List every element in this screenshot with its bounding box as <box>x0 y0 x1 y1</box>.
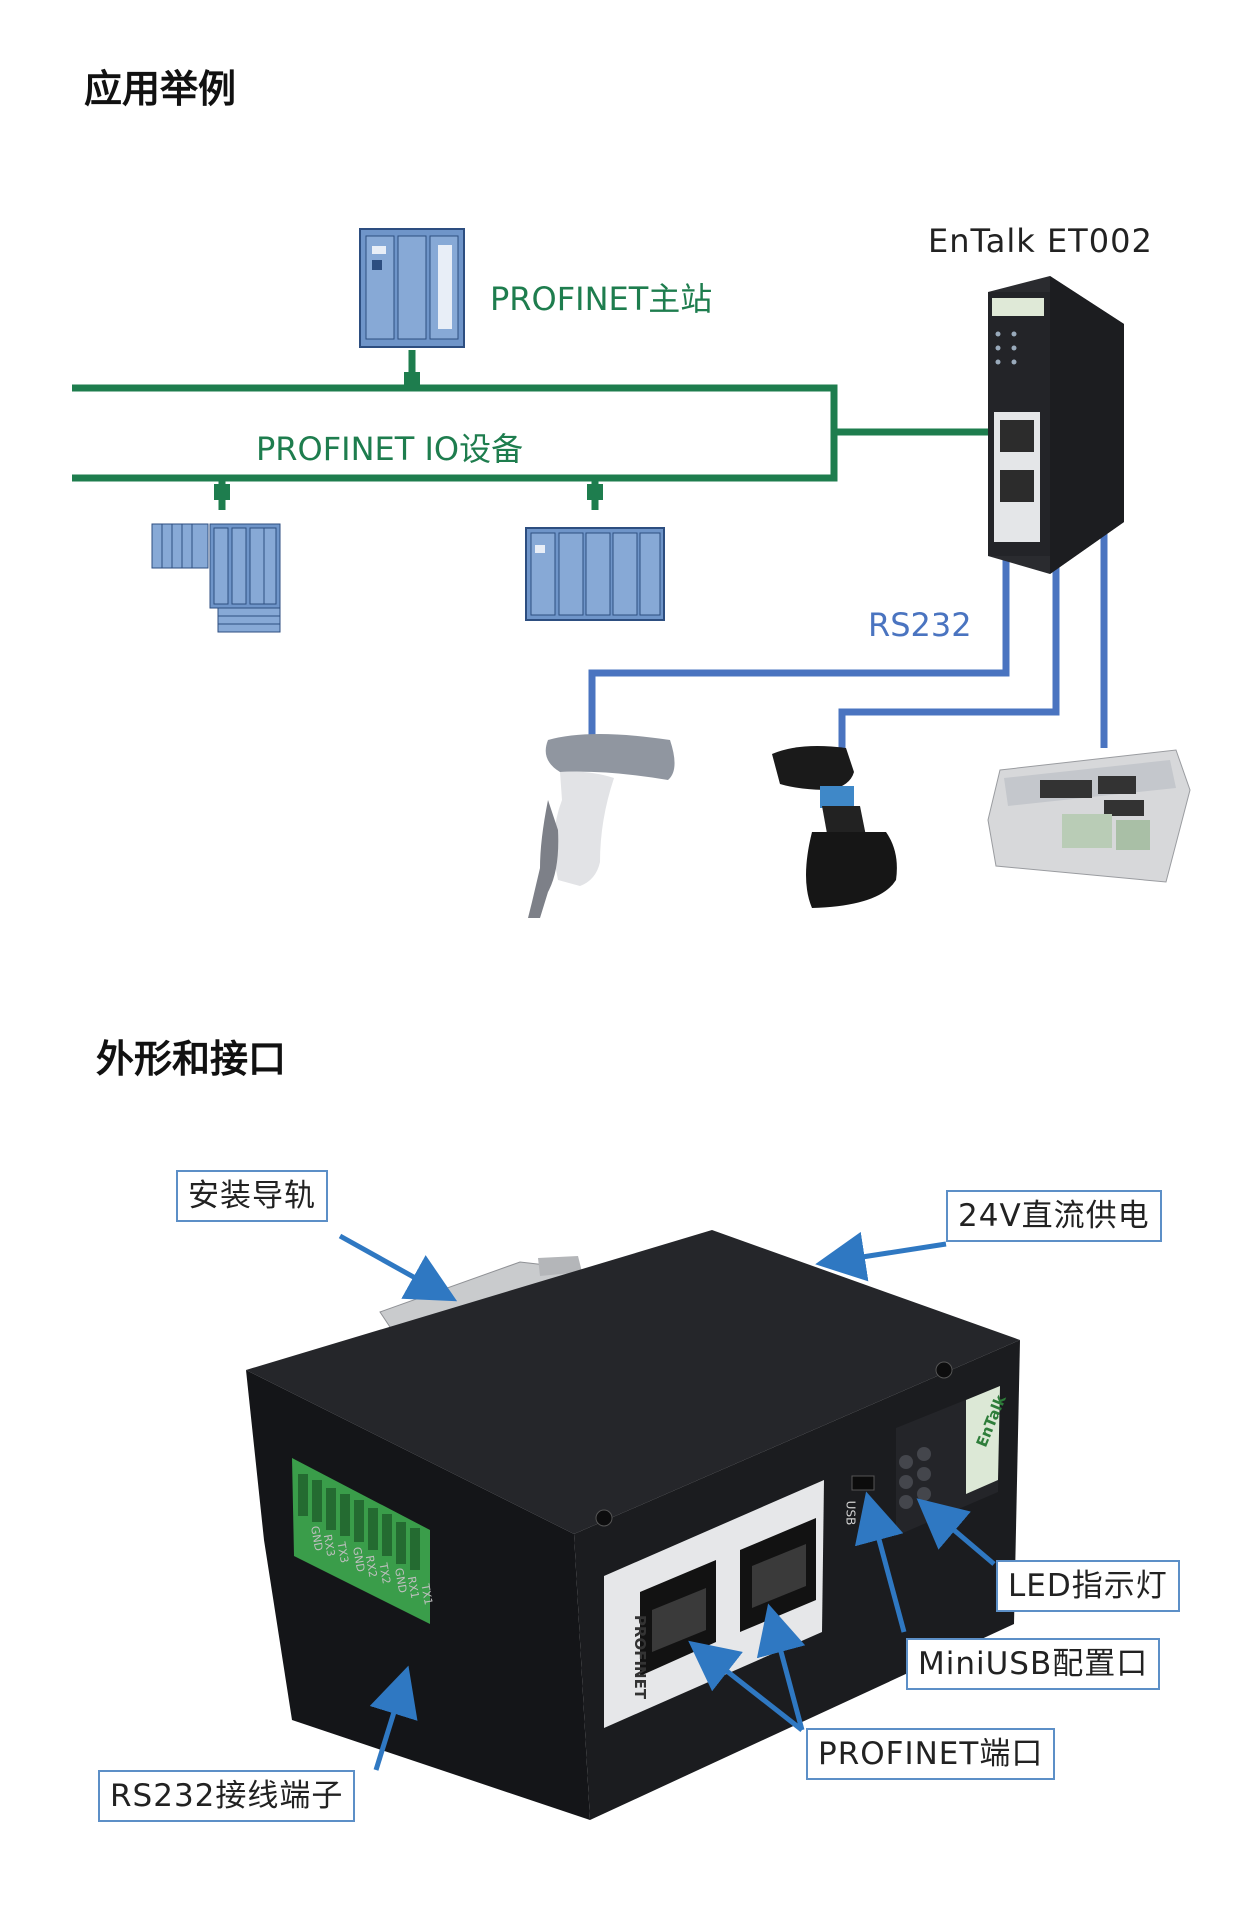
section-title-application: 应用举例 <box>84 67 237 111</box>
callout-usb: MiniUSB配置口 <box>906 1638 1161 1690</box>
profinet-bus <box>72 350 990 510</box>
barcode-scanner-icon <box>772 746 897 908</box>
weighing-indicator-icon <box>987 749 1191 883</box>
callout-led: LED指示灯 <box>996 1560 1180 1612</box>
usb-port-label: USB <box>843 1500 858 1526</box>
io-module-icon <box>525 527 665 621</box>
callout-terminal: RS232接线端子 <box>98 1770 356 1822</box>
rs232-lines <box>588 522 1108 752</box>
profinet-panel-label: PROFINET <box>631 1614 650 1700</box>
barcode-scanner-icon <box>528 734 675 918</box>
mini-usb-port <box>851 1475 875 1491</box>
profinet-master-label: PROFINET主站 <box>490 280 713 318</box>
profinet-io-label: PROFINET IO设备 <box>256 430 524 468</box>
terminal-block <box>292 1458 430 1624</box>
gateway-device-icon <box>988 276 1124 574</box>
device-model-label: EnTalk ET002 <box>928 222 1153 260</box>
profinet-port <box>740 1518 816 1632</box>
io-module-icon <box>151 523 281 633</box>
callout-rail: 安装导轨 <box>176 1170 328 1222</box>
callout-profinet: PROFINET端口 <box>806 1728 1056 1780</box>
section-title-appearance: 外形和接口 <box>96 1037 287 1081</box>
callout-arrows <box>338 1231 996 1771</box>
plc-icon <box>359 228 465 348</box>
rs232-label: RS232 <box>868 606 972 644</box>
callout-power: 24V直流供电 <box>946 1190 1162 1242</box>
